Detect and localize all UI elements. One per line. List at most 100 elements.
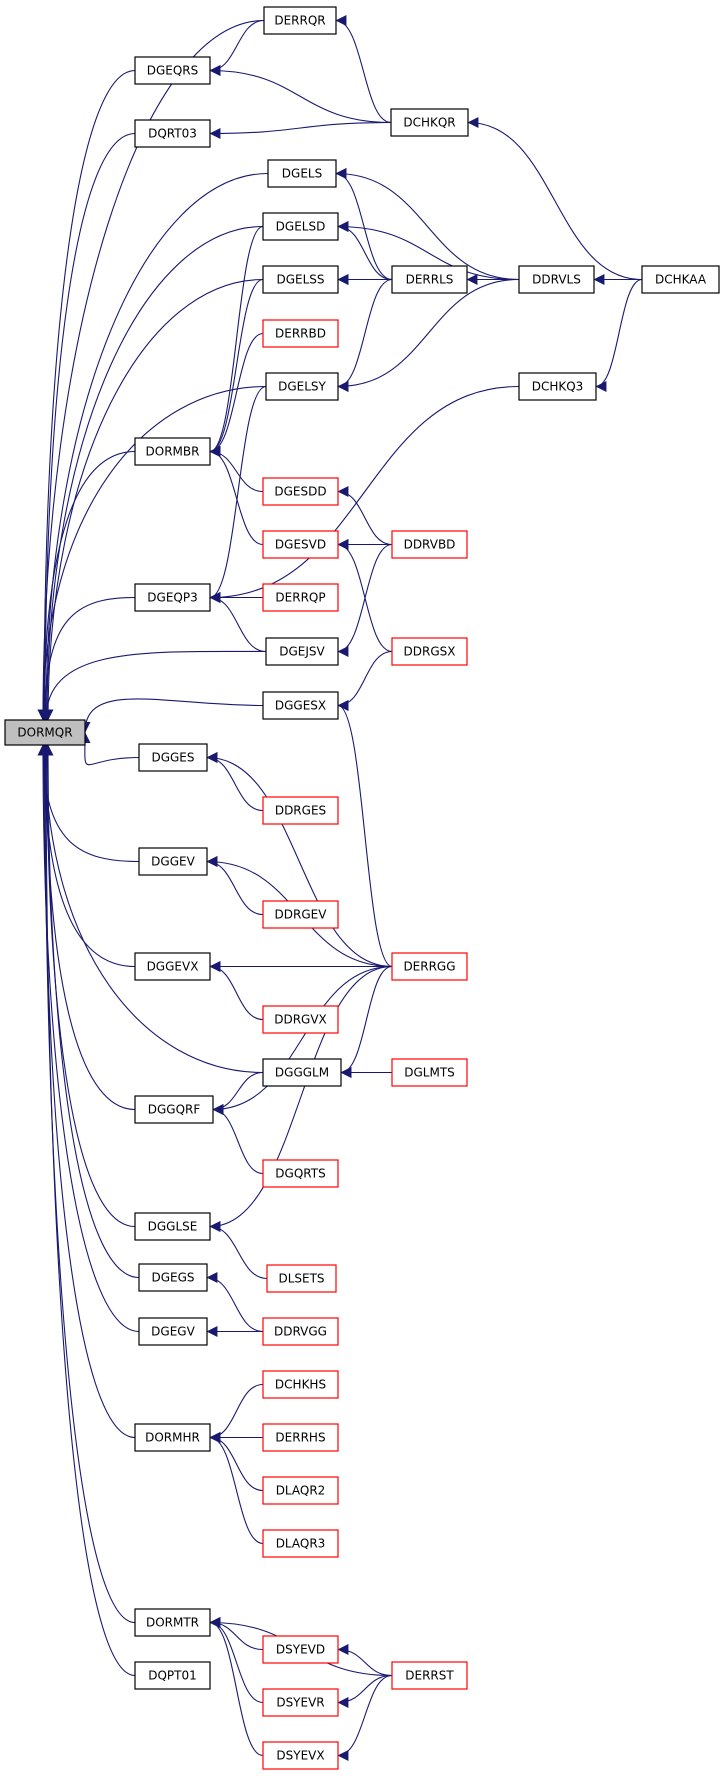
node-dqrt03[interactable]: DQRT03 <box>134 119 211 148</box>
edge-dqrt03-to-dormqr <box>39 132 136 721</box>
node-box <box>518 265 595 294</box>
node-box <box>138 1263 208 1292</box>
node-dgeqp3[interactable]: DGEQP3 <box>134 583 211 612</box>
node-dormhr[interactable]: DORMHR <box>134 1423 211 1452</box>
edge-dgesdd-to-dormbr <box>209 446 264 493</box>
node-dgesdd[interactable]: DGESDD <box>262 477 339 506</box>
node-label: DDRGES <box>275 804 326 818</box>
node-label: DDRVGG <box>274 1325 327 1339</box>
edge-dlaqr3-to-dormhr <box>209 1432 264 1545</box>
node-ddrgvx[interactable]: DDRGVX <box>262 1005 339 1034</box>
node-dgegv[interactable]: DGEGV <box>138 1317 208 1346</box>
node-dchkqr[interactable]: DCHKQR <box>390 108 469 137</box>
node-dchkhs[interactable]: DCHKHS <box>262 1370 339 1399</box>
node-ddrgev[interactable]: DDRGEV <box>262 900 339 929</box>
node-label: DGELSY <box>278 380 326 394</box>
node-derrls[interactable]: DERRLS <box>391 265 468 294</box>
node-dggev[interactable]: DGGEV <box>138 847 208 876</box>
node-ddrvbd[interactable]: DDRVBD <box>391 530 468 559</box>
node-box <box>4 719 86 746</box>
node-ddrges[interactable]: DDRGES <box>262 796 339 825</box>
node-ddrvgg[interactable]: DDRVGG <box>262 1317 339 1346</box>
node-label: DSYEVD <box>276 1643 325 1657</box>
edge-derrls-to-dgelsy <box>337 278 393 392</box>
node-dggqrf[interactable]: DGGQRF <box>134 1095 214 1124</box>
edge-ddrvls-to-dgelsd <box>337 221 520 281</box>
node-derrst[interactable]: DERRST <box>391 1661 468 1690</box>
edge-derrgg-to-dggqrf <box>212 965 393 1115</box>
node-dgglse[interactable]: DGGLSE <box>134 1212 211 1241</box>
node-label: DGESDD <box>274 485 326 499</box>
node-dormbr[interactable]: DORMBR <box>134 437 211 466</box>
node-dsyevr[interactable]: DSYEVR <box>262 1688 339 1717</box>
edge-derrst-to-dsyevr <box>337 1674 393 1708</box>
node-derrqp[interactable]: DERRQP <box>262 583 339 612</box>
node-label: DGLMTS <box>404 1066 455 1080</box>
node-label: DQRT03 <box>148 127 197 141</box>
node-dormqr[interactable]: DORMQR <box>4 719 86 746</box>
edge-derrls-to-dgelsd <box>337 221 393 281</box>
node-label: DGGESX <box>275 699 326 713</box>
node-derrhs[interactable]: DERRHS <box>262 1423 339 1452</box>
node-ddrvls[interactable]: DDRVLS <box>518 265 595 294</box>
node-label: DGEGV <box>151 1325 195 1339</box>
node-dggglm[interactable]: DGGGLM <box>262 1058 342 1087</box>
edge-dchkaa-to-dchkq3 <box>595 278 643 392</box>
node-dchkq3[interactable]: DCHKQ3 <box>518 372 597 401</box>
node-dormtr[interactable]: DORMTR <box>134 1608 211 1637</box>
node-dqpt01[interactable]: DQPT01 <box>134 1661 211 1690</box>
node-label: DGGEVX <box>147 960 199 974</box>
node-box <box>134 119 211 148</box>
node-dlaqr3[interactable]: DLAQR3 <box>262 1529 339 1558</box>
node-dsyevx[interactable]: DSYEVX <box>262 1741 339 1770</box>
node-dgeqrs[interactable]: DGEQRS <box>134 56 211 85</box>
node-dgelsy[interactable]: DGELSY <box>265 372 339 401</box>
node-dlsets[interactable]: DLSETS <box>266 1264 337 1293</box>
node-dgels[interactable]: DGELS <box>267 159 337 188</box>
node-box <box>134 952 211 981</box>
node-dggevx[interactable]: DGGEVX <box>134 952 211 981</box>
node-dgges[interactable]: DGGES <box>138 743 208 772</box>
node-dglmts[interactable]: DGLMTS <box>391 1058 468 1087</box>
node-box <box>265 372 339 401</box>
edge-dqpt01-to-dormqr <box>40 744 136 1677</box>
node-dgelsd[interactable]: DGELSD <box>262 212 339 241</box>
edge-dgelss-to-dormqr <box>42 278 264 721</box>
edge-derrgg-to-dggglm <box>340 965 393 1078</box>
node-dsyevd[interactable]: DSYEVD <box>262 1635 339 1664</box>
node-dgqrts[interactable]: DGQRTS <box>262 1159 339 1188</box>
node-box <box>262 691 339 720</box>
node-box <box>262 530 339 559</box>
node-label: DSYEVX <box>276 1749 324 1763</box>
edge-dormhr-to-dormqr <box>38 744 136 1439</box>
node-label: DQPT01 <box>148 1669 197 1683</box>
edge-dchkaa-to-dchkqr <box>467 117 643 281</box>
node-derrqr[interactable]: DERRQR <box>263 6 337 35</box>
node-box <box>262 1005 339 1034</box>
node-box <box>266 1264 337 1293</box>
node-box <box>262 1529 339 1558</box>
node-derrgg[interactable]: DERRGG <box>391 952 468 981</box>
node-dgelss[interactable]: DGELSS <box>262 265 339 294</box>
node-dgesvd[interactable]: DGESVD <box>262 530 339 559</box>
edge-dgglse-to-dormqr <box>41 744 136 1228</box>
edge-dgesvd-to-dormbr <box>209 446 264 546</box>
node-box <box>391 1058 468 1087</box>
node-label: DCHKQ3 <box>532 380 584 394</box>
node-box <box>138 847 208 876</box>
node-dggesx[interactable]: DGGESX <box>262 691 339 720</box>
edge-dchkhs-to-dormhr <box>209 1383 264 1443</box>
node-box <box>262 1058 342 1087</box>
node-box <box>262 1370 339 1399</box>
node-dgejsv[interactable]: DGEJSV <box>265 637 339 666</box>
node-dlaqr2[interactable]: DLAQR2 <box>262 1476 339 1505</box>
edge-derrst-to-dsyevd <box>337 1644 393 1677</box>
node-box <box>265 637 339 666</box>
node-dchkaa[interactable]: DCHKAA <box>641 265 720 294</box>
node-ddrgsx[interactable]: DDRGSX <box>391 637 468 666</box>
node-dgegs[interactable]: DGEGS <box>138 1263 208 1292</box>
node-box <box>134 1423 211 1452</box>
edge-dsyevx-to-dormtr <box>209 1617 264 1757</box>
node-label: DLSETS <box>278 1272 324 1286</box>
node-derrbd[interactable]: DERRBD <box>262 319 339 348</box>
